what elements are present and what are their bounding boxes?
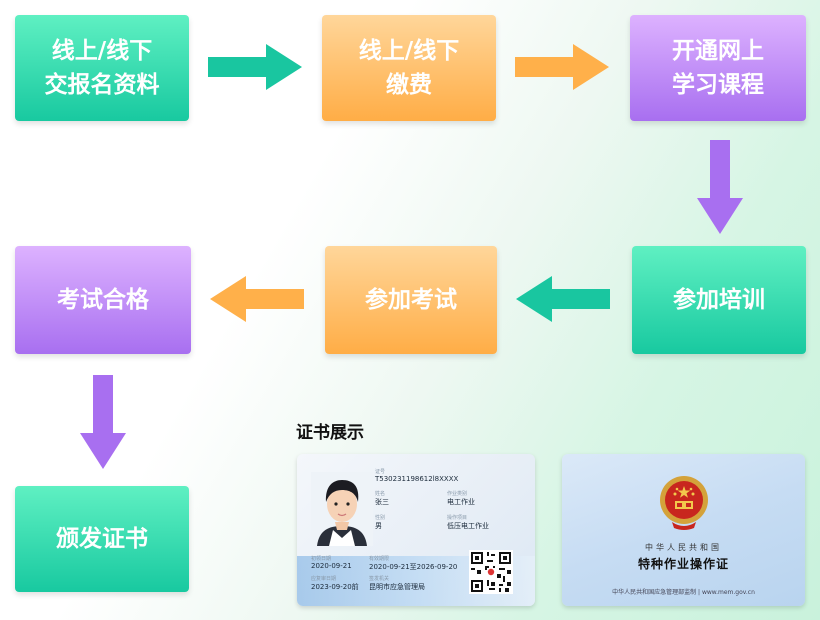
qr-code-icon	[469, 550, 513, 594]
certificate-back-card: 中华人民共和国 特种作业操作证 中华人民共和国应急管理部监制 | www.mem…	[562, 454, 805, 606]
step-open-course-label: 开通网上 学习课程	[672, 37, 764, 99]
step-issue-label: 颁发证书	[56, 525, 148, 552]
step-submit-materials: 线上/线下 交报名资料	[15, 15, 189, 121]
step-payment: 线上/线下 缴费	[322, 15, 496, 121]
cert-valid-value: 2020-09-21至2026-09-20	[369, 563, 458, 571]
arrow-down-icon	[697, 140, 743, 234]
step-exam-passed: 考试合格	[15, 246, 191, 354]
step-training-label: 参加培训	[673, 286, 765, 313]
step-pass-label: 考试合格	[57, 286, 149, 313]
arrow-right-icon	[208, 44, 302, 90]
national-emblem-icon	[660, 476, 708, 530]
cert-back-footer: 中华人民共和国应急管理部监制 | www.mem.gov.cn	[612, 589, 755, 596]
step-open-course: 开通网上 学习课程	[630, 15, 806, 121]
cert-valid-label: 有效期限	[369, 556, 390, 562]
cert-authority-label: 签发机关	[369, 576, 390, 582]
cert-back-country: 中华人民共和国	[645, 543, 722, 552]
certificate-front-card: 证号 T530231198612l8XXXX 姓名 张三 作业类别 电工作业 性…	[297, 454, 535, 606]
arrow-left-icon	[210, 276, 304, 322]
cert-review-label: 应复审日期	[311, 576, 337, 582]
cert-project-label: 操作项目	[447, 515, 468, 521]
cert-first-date-value: 2020-09-21	[311, 562, 352, 570]
cert-category-value: 电工作业	[447, 498, 475, 506]
cert-category-label: 作业类别	[447, 491, 468, 497]
cert-first-date-label: 初领日期	[311, 556, 332, 562]
cert-sex-value: 男	[375, 522, 382, 530]
cert-id-value: T530231198612l8XXXX	[375, 475, 459, 483]
avatar	[311, 472, 373, 546]
cert-review-value: 2023-09-20前	[311, 583, 359, 591]
cert-project-value: 低压电工作业	[447, 522, 489, 530]
step-training: 参加培训	[632, 246, 806, 354]
arrow-left-icon	[516, 276, 610, 322]
step-submit-label: 线上/线下 交报名资料	[44, 37, 160, 99]
cert-section-title: 证书展示	[296, 423, 364, 443]
cert-back-title: 特种作业操作证	[637, 557, 729, 571]
cert-id-label: 证号	[375, 469, 386, 475]
step-take-exam: 参加考试	[325, 246, 497, 354]
step-exam-label: 参加考试	[365, 286, 457, 313]
arrow-down-icon	[80, 375, 126, 469]
arrow-right-icon	[515, 44, 609, 90]
cert-authority-value: 昆明市应急管理局	[369, 583, 425, 591]
cert-name-label: 姓名	[375, 491, 386, 497]
step-issue-certificate: 颁发证书	[15, 486, 189, 592]
cert-sex-label: 性别	[375, 515, 386, 521]
cert-name-value: 张三	[375, 498, 389, 506]
step-pay-label: 线上/线下 缴费	[358, 37, 460, 99]
